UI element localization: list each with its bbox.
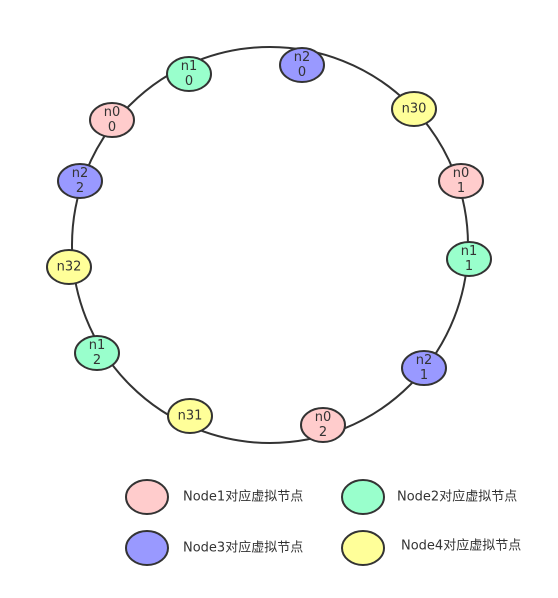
virtual-node-label: n2 — [416, 353, 433, 368]
virtual-node-label: n0 — [453, 166, 470, 181]
virtual-node-ellipse — [279, 47, 325, 83]
virtual-node-n00: n00 — [89, 102, 135, 138]
virtual-node-n10: n10 — [166, 56, 212, 92]
virtual-node-ellipse — [74, 335, 120, 371]
virtual-node-label: n2 — [72, 166, 89, 181]
legend-swatch — [125, 479, 169, 515]
virtual-node-label: n0 — [104, 105, 121, 120]
virtual-node-n01: n01 — [438, 163, 484, 199]
legend-swatch — [341, 479, 385, 515]
virtual-node-label: 1 — [457, 181, 465, 196]
virtual-node-label: 0 — [298, 65, 306, 80]
virtual-node-n02: n02 — [300, 407, 346, 443]
virtual-node-ellipse — [46, 249, 92, 285]
virtual-node-n21: n21 — [401, 350, 447, 386]
legend-label: Node3对应虚拟节点 — [183, 540, 303, 556]
virtual-node-ellipse — [167, 398, 213, 434]
legend: Node1对应虚拟节点 Node2对应虚拟节点 Node3对应虚拟节点 Node4对应… — [125, 479, 521, 566]
virtual-node-label: n2 — [294, 50, 311, 65]
virtual-node-ellipse — [300, 407, 346, 443]
virtual-node-n30: n30 — [391, 91, 437, 127]
virtual-node-label: n1 — [181, 59, 198, 74]
virtual-node-n20: n20 — [279, 47, 325, 83]
legend-item-node1: Node1对应虚拟节点 — [125, 479, 303, 515]
legend-label: Node2对应虚拟节点 — [397, 489, 517, 505]
virtual-node-label: 1 — [420, 368, 428, 383]
virtual-node-label: n30 — [402, 102, 427, 117]
legend-label: Node4对应虚拟节点 — [401, 538, 521, 554]
virtual-node-label: 2 — [76, 181, 84, 196]
virtual-node-label: 2 — [93, 353, 101, 368]
legend-item-node4: Node4对应虚拟节点 — [341, 530, 521, 566]
virtual-node-label: n1 — [89, 338, 106, 353]
virtual-node-n22: n22 — [57, 163, 103, 199]
virtual-node-label: n32 — [57, 260, 82, 275]
virtual-node-n11: n11 — [446, 241, 492, 277]
legend-label: Node1对应虚拟节点 — [183, 489, 303, 505]
virtual-node-label: 2 — [319, 425, 327, 440]
virtual-node-ellipse — [391, 91, 437, 127]
virtual-node-n31: n31 — [167, 398, 213, 434]
legend-item-node3: Node3对应虚拟节点 — [125, 530, 303, 566]
virtual-node-ellipse — [446, 241, 492, 277]
virtual-node-ellipse — [57, 163, 103, 199]
virtual-node-label: n1 — [461, 244, 478, 259]
virtual-node-ellipse — [438, 163, 484, 199]
virtual-node-label: 1 — [465, 259, 473, 274]
virtual-node-ellipse — [89, 102, 135, 138]
virtual-node-ellipse — [401, 350, 447, 386]
virtual-node-n32: n32 — [46, 249, 92, 285]
virtual-node-label: 0 — [185, 74, 193, 89]
virtual-node-label: 0 — [108, 120, 116, 135]
virtual-node-label: n31 — [178, 409, 203, 424]
virtual-node-ellipse — [166, 56, 212, 92]
virtual-node-label: n0 — [315, 410, 332, 425]
legend-swatch — [341, 530, 385, 566]
virtual-node-n12: n12 — [74, 335, 120, 371]
legend-item-node2: Node2对应虚拟节点 — [341, 479, 517, 515]
legend-swatch — [125, 530, 169, 566]
